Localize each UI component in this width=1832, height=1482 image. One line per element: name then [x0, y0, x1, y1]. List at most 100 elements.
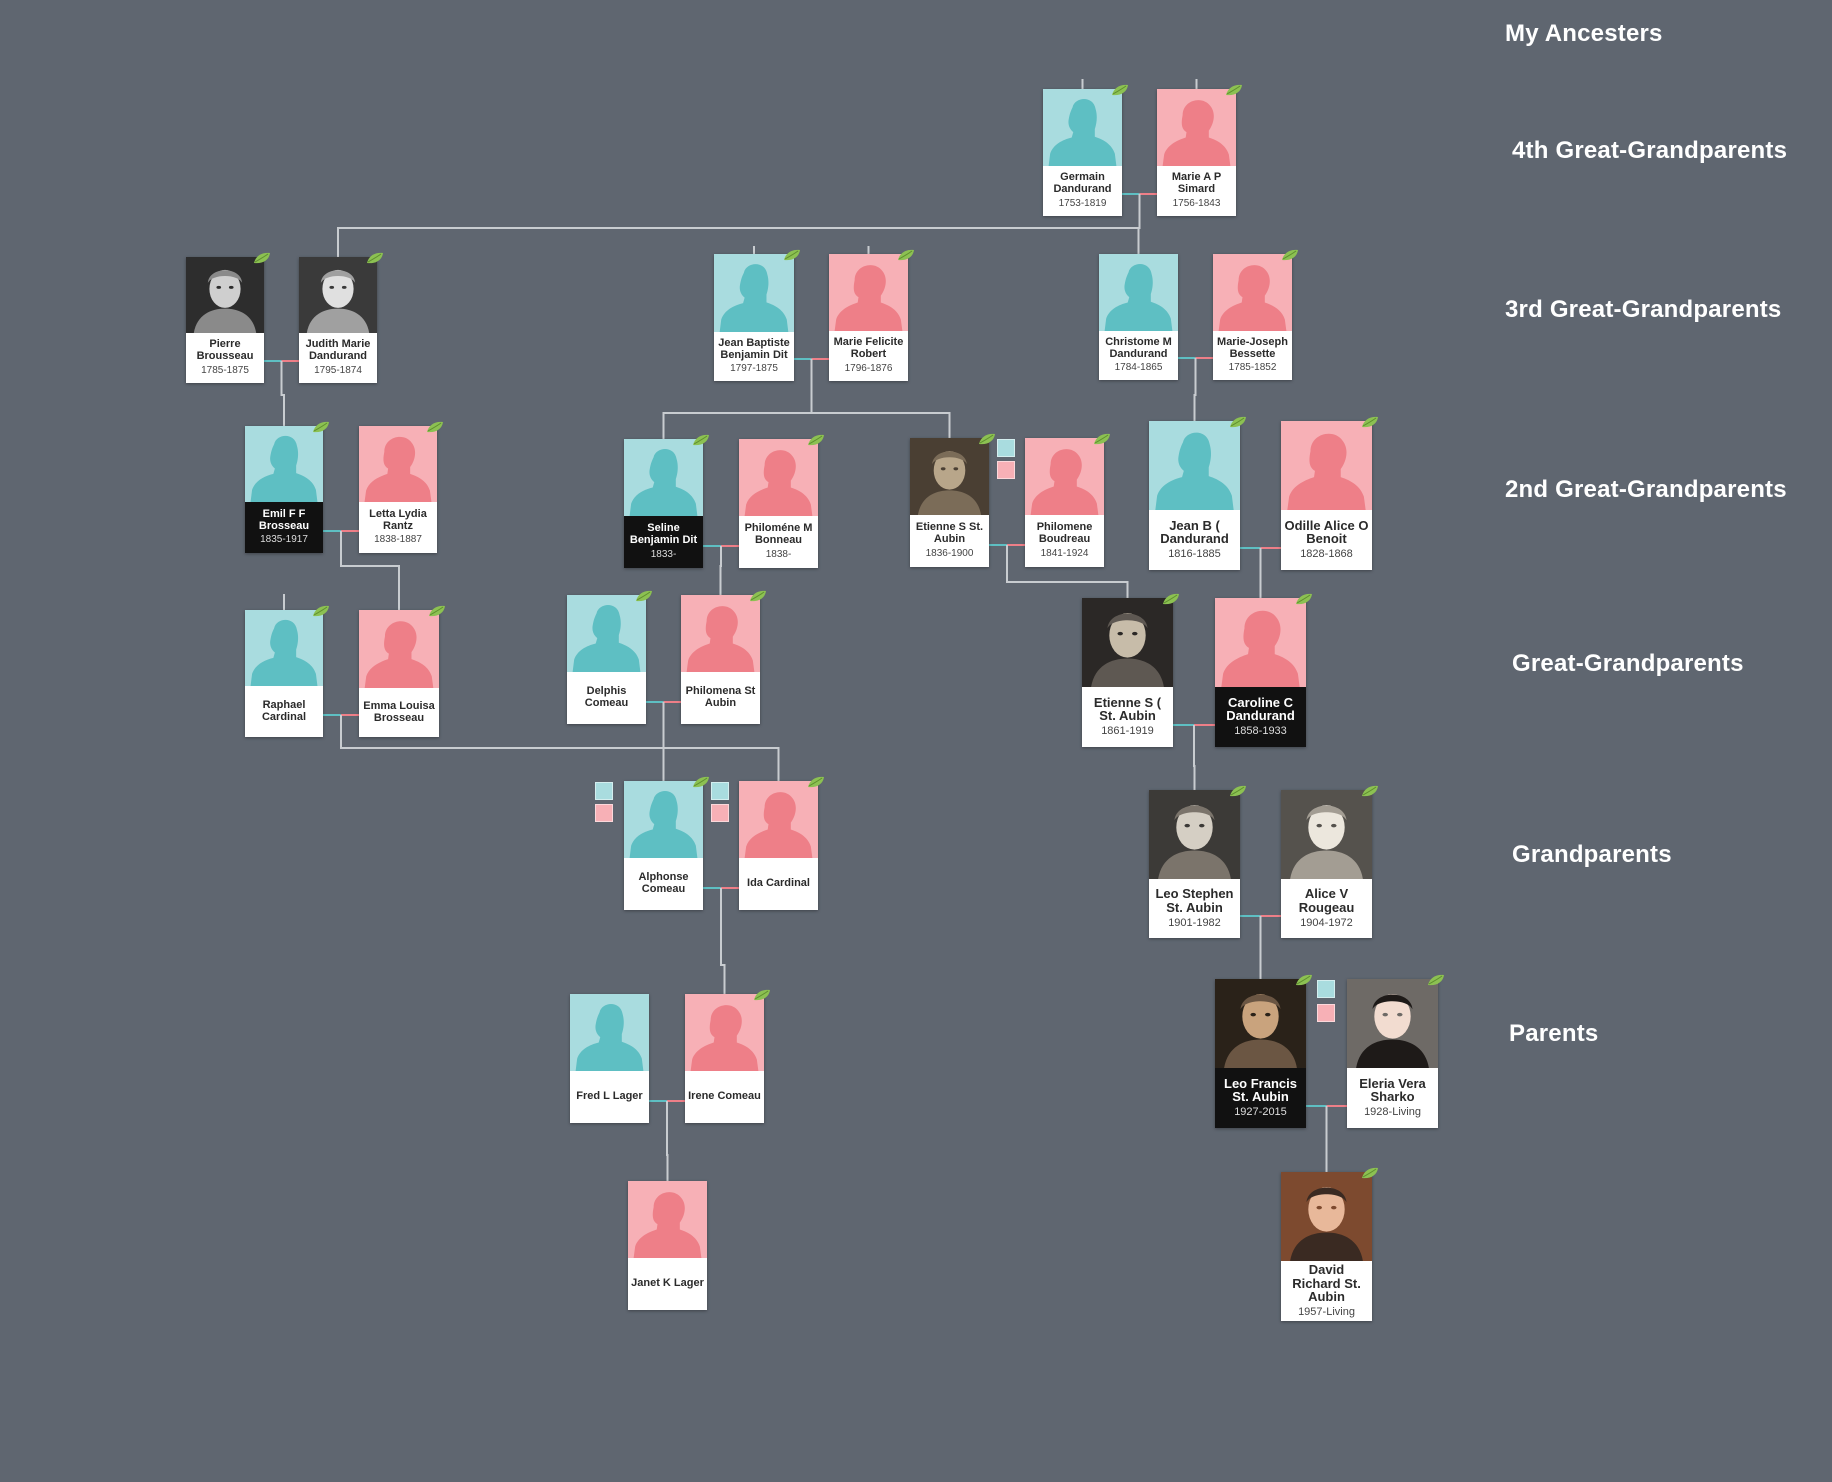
hint-leaf-icon[interactable] — [312, 604, 330, 617]
hint-leaf-icon[interactable] — [1111, 83, 1129, 96]
person-photo — [1082, 598, 1173, 687]
hint-leaf-icon[interactable] — [783, 248, 801, 261]
tree-connector — [720, 888, 726, 994]
person-card-fred[interactable]: Fred L Lager — [570, 994, 649, 1123]
hint-leaf-icon[interactable] — [1427, 973, 1445, 986]
person-years: 1835-1917 — [260, 534, 308, 546]
hint-leaf-icon[interactable] — [1361, 784, 1379, 797]
person-years: 1858-1933 — [1234, 725, 1287, 738]
person-name: Raphael Cardinal — [261, 698, 306, 723]
person-name: Judith Marie Dandurand — [305, 338, 371, 362]
hint-leaf-icon[interactable] — [753, 988, 771, 1001]
person-photo — [1281, 1172, 1372, 1261]
female-silhouette-icon — [1287, 433, 1366, 510]
person-years: 1795-1874 — [314, 364, 362, 376]
hint-leaf-icon[interactable] — [1093, 432, 1111, 445]
add-mother-icon[interactable] — [997, 461, 1015, 479]
person-info: Alphonse Comeau — [624, 858, 703, 910]
hint-leaf-icon[interactable] — [426, 420, 444, 433]
hint-leaf-icon[interactable] — [635, 589, 653, 602]
add-mother-icon[interactable] — [711, 804, 729, 822]
person-card-delphis[interactable]: Delphis Comeau — [567, 590, 652, 724]
hint-leaf-icon[interactable] — [1361, 1166, 1379, 1179]
person-info: Judith Marie Dandurand 1795-1874 — [299, 333, 377, 383]
hint-leaf-icon[interactable] — [1361, 415, 1379, 428]
add-mother-icon[interactable] — [1317, 1004, 1335, 1022]
hint-leaf-icon[interactable] — [807, 433, 825, 446]
person-info: Fred L Lager — [570, 1071, 649, 1123]
hint-leaf-icon[interactable] — [1295, 973, 1313, 986]
portrait-photo-icon — [1281, 1172, 1372, 1261]
add-father-icon[interactable] — [1317, 980, 1335, 998]
person-years: 1828-1868 — [1300, 548, 1353, 561]
hint-leaf-icon[interactable] — [1229, 784, 1247, 797]
person-card-irene[interactable]: Irene Comeau — [685, 989, 770, 1123]
hint-leaf-icon[interactable] — [1295, 592, 1313, 605]
person-card-raphael[interactable]: Raphael Cardinal — [245, 605, 329, 737]
person-years: 1785-1875 — [201, 364, 249, 376]
hint-leaf-icon[interactable] — [1225, 83, 1243, 96]
hint-leaf-icon[interactable] — [366, 251, 384, 264]
hint-leaf-icon[interactable] — [312, 420, 330, 433]
hint-leaf-icon[interactable] — [253, 251, 271, 264]
male-silhouette-icon — [572, 605, 641, 672]
add-father-icon[interactable] — [997, 439, 1015, 457]
person-name: Marie Felicite Robert — [833, 336, 904, 360]
portrait-photo-icon — [1149, 790, 1240, 879]
person-card-janet[interactable]: Janet K Lager — [628, 1181, 707, 1310]
hint-leaf-icon[interactable] — [897, 248, 915, 261]
female-silhouette-icon — [1218, 265, 1287, 331]
hint-leaf-icon[interactable] — [692, 775, 710, 788]
person-name: Emma Louisa Brosseau — [363, 699, 435, 724]
hint-leaf-icon[interactable] — [1281, 248, 1299, 261]
person-years: 1836-1900 — [925, 547, 974, 559]
hint-leaf-icon[interactable] — [1162, 592, 1180, 605]
hint-leaf-icon[interactable] — [1229, 415, 1247, 428]
hint-leaf-icon[interactable] — [692, 433, 710, 446]
hint-leaf-icon[interactable] — [807, 775, 825, 788]
hint-leaf-icon[interactable] — [428, 604, 446, 617]
person-card-judith[interactable]: Judith Marie Dandurand 1795-1874 — [299, 252, 383, 383]
person-silhouette — [624, 781, 703, 858]
person-card-emma[interactable]: Emma Louisa Brosseau — [359, 605, 445, 737]
tree-connector — [1193, 358, 1197, 421]
add-father-icon[interactable] — [711, 782, 729, 800]
person-card-philomena[interactable]: Philomena St Aubin — [681, 590, 766, 724]
add-mother-icon[interactable] — [595, 804, 613, 822]
person-card-ida[interactable]: Ida Cardinal — [739, 776, 824, 910]
add-father-icon[interactable] — [595, 782, 613, 800]
person-silhouette — [1157, 89, 1236, 166]
person-card-alphonse[interactable]: Alphonse Comeau — [624, 776, 709, 910]
person-name: Jean B ( Dandurand — [1160, 517, 1229, 547]
hint-leaf-icon[interactable] — [749, 589, 767, 602]
hint-leaf-icon[interactable] — [978, 432, 996, 445]
